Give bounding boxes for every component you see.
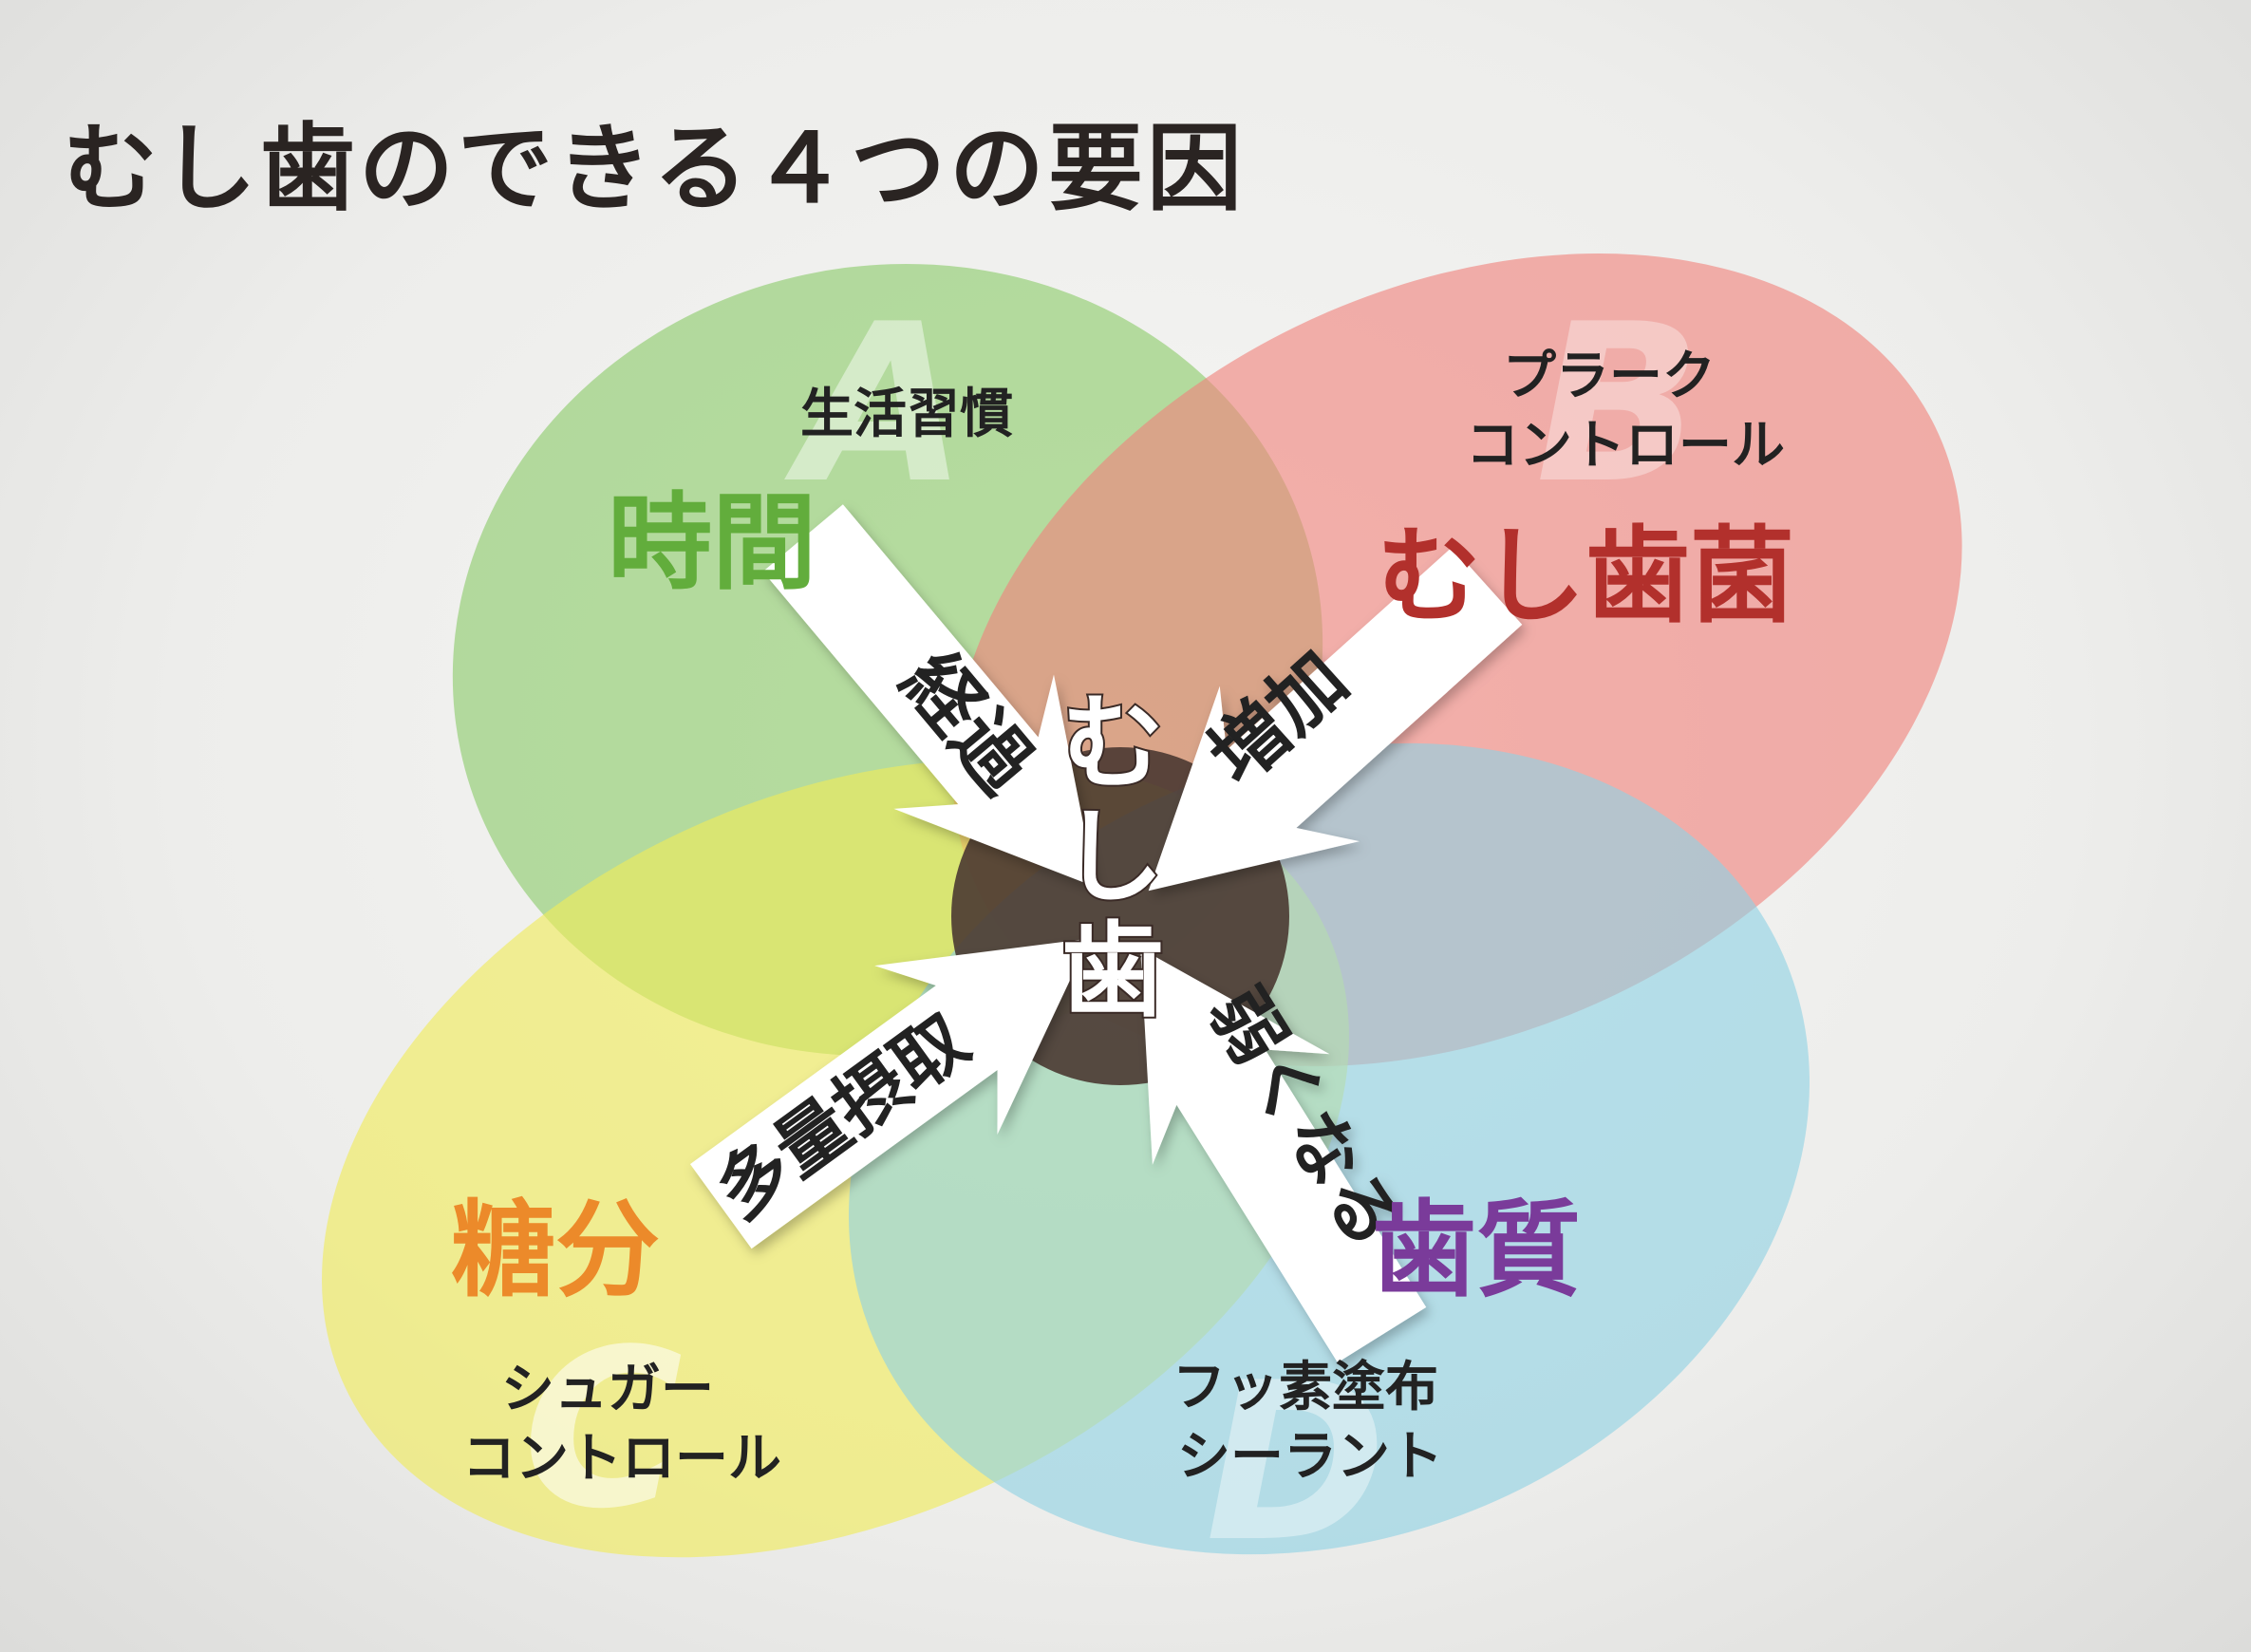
factor-d-sub-line1: フッ素塗布: [1172, 1357, 1438, 1418]
factor-a-letter: A: [784, 278, 967, 532]
factor-d-sub-line2: シーラント: [1177, 1426, 1443, 1488]
factor-b-sub-line2: コントロール: [1466, 415, 1785, 477]
center-label: む し 歯: [1060, 683, 1166, 1033]
factor-a-sub-line1: 生活習慣: [800, 384, 1013, 445]
factor-d-name: 歯質: [1372, 1190, 1581, 1311]
center-label-line2: し: [1061, 798, 1164, 917]
center-label-line3: 歯: [1061, 912, 1164, 1031]
factor-c-name: 糖分: [451, 1190, 660, 1311]
factor-b-sub-line1: プラーク: [1503, 346, 1716, 407]
page-title: むし歯のできる４つの要因: [63, 113, 1246, 224]
factor-d-letter: D: [1206, 1337, 1387, 1590]
factor-c-sub-line1: シュガー: [501, 1359, 714, 1420]
factor-b-letter: B: [1535, 278, 1701, 532]
factor-c-letter: C: [523, 1304, 684, 1557]
factor-c-sub-line2: コントロール: [462, 1428, 781, 1490]
center-label-line1: む: [1061, 685, 1164, 803]
factor-b-name: むし歯菌: [1377, 516, 1794, 637]
factor-a-name: 時間: [608, 482, 816, 604]
